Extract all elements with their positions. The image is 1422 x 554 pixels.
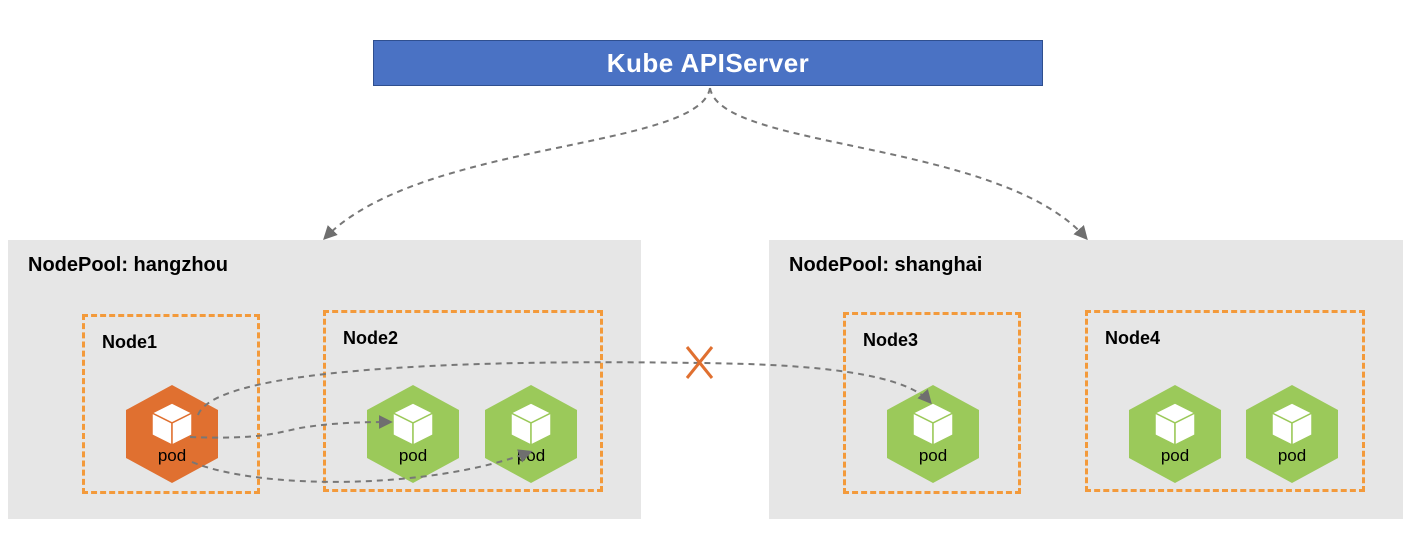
pod-label: pod <box>398 446 428 465</box>
pod-node2-a: pod <box>365 383 461 485</box>
pod-label: pod <box>1160 446 1190 465</box>
pod-node4-b: pod <box>1244 383 1340 485</box>
pod-label: pod <box>918 446 948 465</box>
pod-node3-a: pod <box>885 383 981 485</box>
pod-label: pod <box>157 446 187 465</box>
node-title: Node3 <box>863 330 919 350</box>
pod-label: pod <box>1277 446 1307 465</box>
apiserver-label: Kube APIServer <box>606 47 810 78</box>
node-title: Node2 <box>343 328 399 348</box>
pod-label: pod <box>516 446 546 465</box>
pod-node2-b: pod <box>483 383 579 485</box>
pod-cube-icon <box>1127 383 1223 485</box>
node-title: Node4 <box>1105 328 1161 348</box>
blocked-cross-icon <box>685 346 714 379</box>
pod-cube-icon <box>483 383 579 485</box>
pod-cube-icon <box>885 383 981 485</box>
node-4: Node4 <box>1085 310 1365 492</box>
pod-cube-icon <box>365 383 461 485</box>
nodepool-title: NodePool: hangzhou <box>28 254 228 276</box>
pod-node1-a: pod <box>124 383 220 485</box>
pod-cube-icon <box>124 383 220 485</box>
apiserver-to-shanghai-arrow <box>709 87 1088 241</box>
pod-cube-icon <box>1244 383 1340 485</box>
nodepool-title: NodePool: shanghai <box>789 254 983 276</box>
node-title: Node1 <box>102 332 158 352</box>
pod-node4-a: pod <box>1127 383 1223 485</box>
apiserver-to-hangzhou-arrow <box>323 87 711 241</box>
apiserver-box: Kube APIServer <box>373 40 1043 86</box>
